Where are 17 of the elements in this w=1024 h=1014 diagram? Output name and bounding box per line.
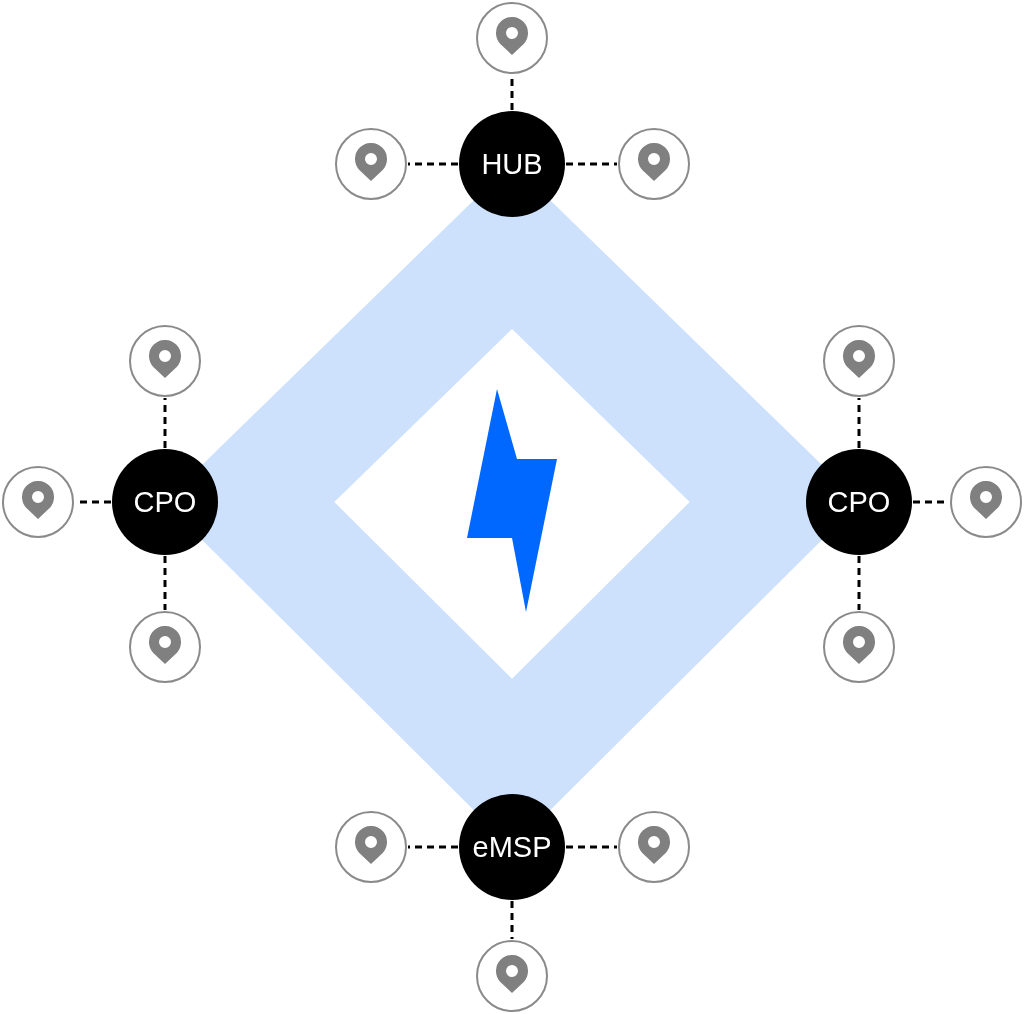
dashed-connector [163,556,167,610]
dashed-connector [857,556,861,610]
dashed-connector [510,901,514,939]
dashed-connector [566,162,617,166]
connection-band [201,501,513,811]
dashed-connector [566,845,617,849]
connection-band [511,501,823,811]
dashed-connector [408,845,458,849]
dashed-connector [163,398,167,448]
dashed-connector [408,162,458,166]
connection-band [202,200,513,503]
node-label: HUB [481,149,543,179]
dashed-connector [857,398,861,448]
node-label: CPO [827,487,891,517]
node-label: eMSP [472,832,552,862]
node-label: CPO [133,487,197,517]
connection-band [511,200,822,503]
